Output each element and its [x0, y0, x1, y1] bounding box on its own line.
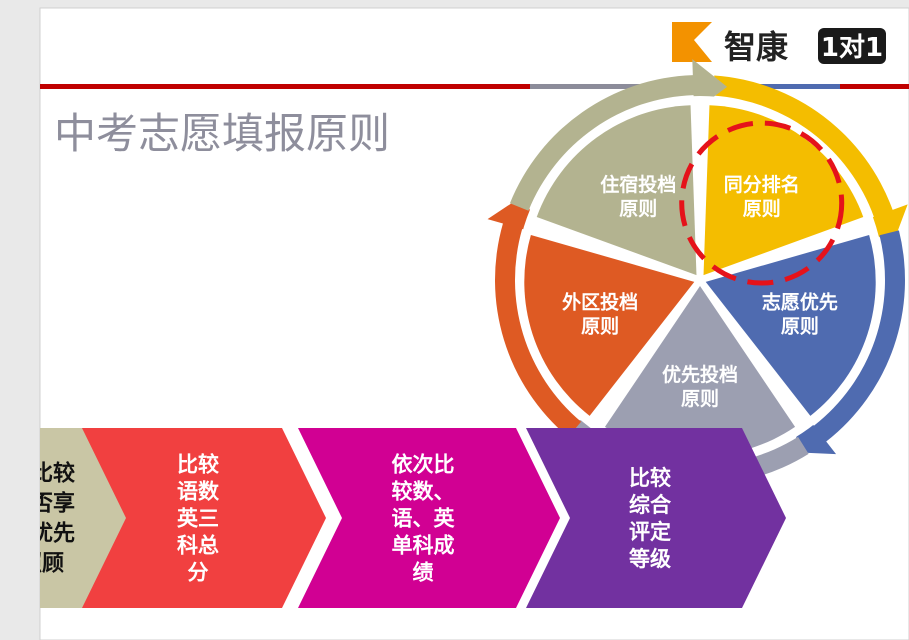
wheel-label-line1: 外区投档 [562, 290, 638, 313]
step-text-line: 分 [188, 560, 209, 584]
step-text-line: 照顾 [20, 552, 64, 577]
step-text-line: 评定 [629, 520, 671, 544]
wheel-label-line2: 原则 [743, 198, 781, 220]
header-bar-red [40, 84, 530, 89]
step-text-line: 语数 [177, 479, 220, 503]
wheel-ring-arrow [712, 75, 908, 247]
wheel-ring-arrow [509, 59, 728, 211]
wheel-label-line1: 优先投档 [662, 363, 738, 386]
wheel-wedge [703, 105, 864, 276]
step-text-line: 比较 [177, 452, 219, 476]
wheel-label-line1: 住宿投档 [600, 173, 676, 196]
wheel-label-line1: 志愿优先 [762, 290, 838, 313]
step-text-line: 绩 [413, 560, 434, 584]
step-text-line: 语、英 [392, 506, 456, 530]
brand-logo: 智康 1对1 [672, 22, 886, 66]
step-text-line: 是否享 [9, 491, 75, 517]
step-chevron [298, 428, 560, 608]
step-text-line: 科总 [177, 533, 219, 557]
logo-badge [818, 28, 886, 64]
header-bar-gray [530, 84, 680, 89]
logo-text: 智康 [724, 28, 789, 66]
step-text-line: 比较 [629, 466, 671, 490]
step-text-line: 受优先 [9, 521, 75, 547]
wheel-label-line1: 同分排名 [724, 173, 800, 196]
step-text-line: 较数、 [392, 479, 455, 503]
wheel-wedge [604, 286, 796, 457]
step-chevron [82, 428, 326, 608]
step-text-line: 英三 [177, 506, 219, 530]
step-text-line: 先比较 [9, 461, 75, 487]
step-chevron [526, 428, 786, 608]
page-title: 中考志愿填报原则 [54, 109, 390, 158]
logo-badge-text: 1对1 [821, 33, 883, 63]
highlight-circle [679, 120, 845, 286]
step-text-line: 依次比 [392, 452, 455, 476]
wheel-ring-arrow [487, 194, 582, 438]
wheel-label-line2: 原则 [581, 315, 619, 337]
wheel-label-line2: 原则 [681, 388, 719, 410]
wheel-wedge [536, 105, 697, 276]
step-text-line: 综合 [629, 493, 672, 517]
logo-mark-icon [672, 22, 712, 62]
wheel-label-line2: 原则 [619, 198, 657, 220]
header-bar-red-right [840, 84, 909, 89]
step-text-line: 单科成 [392, 533, 455, 557]
step-text-line: 等级 [629, 547, 671, 571]
wheel-wedge [524, 234, 695, 416]
wheel-label-line2: 原则 [781, 315, 819, 337]
